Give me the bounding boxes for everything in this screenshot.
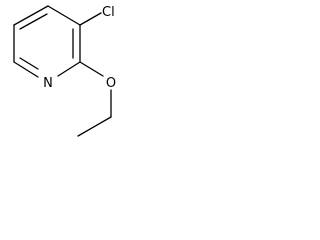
ring-bond-c6-n-double (19, 57, 39, 70)
ring-bond-c6-n (13, 61, 39, 78)
bond-c3-cl (79, 12, 102, 26)
oxygen-atom-label: O (106, 76, 116, 91)
ring-bond-c4-c5 (13, 5, 49, 26)
molecule-structure: Cl N O (13, 5, 116, 137)
ring-bond-c4-c5-double (19, 13, 48, 30)
ring-bond-c3-c4 (47, 5, 81, 26)
bond-ch2-ch3 (77, 116, 112, 137)
nitrogen-atom-label: N (43, 76, 53, 91)
bond-c2-o (79, 61, 104, 77)
ring-bond-n-c2 (57, 61, 81, 77)
chlorine-atom-label: Cl (102, 5, 115, 20)
